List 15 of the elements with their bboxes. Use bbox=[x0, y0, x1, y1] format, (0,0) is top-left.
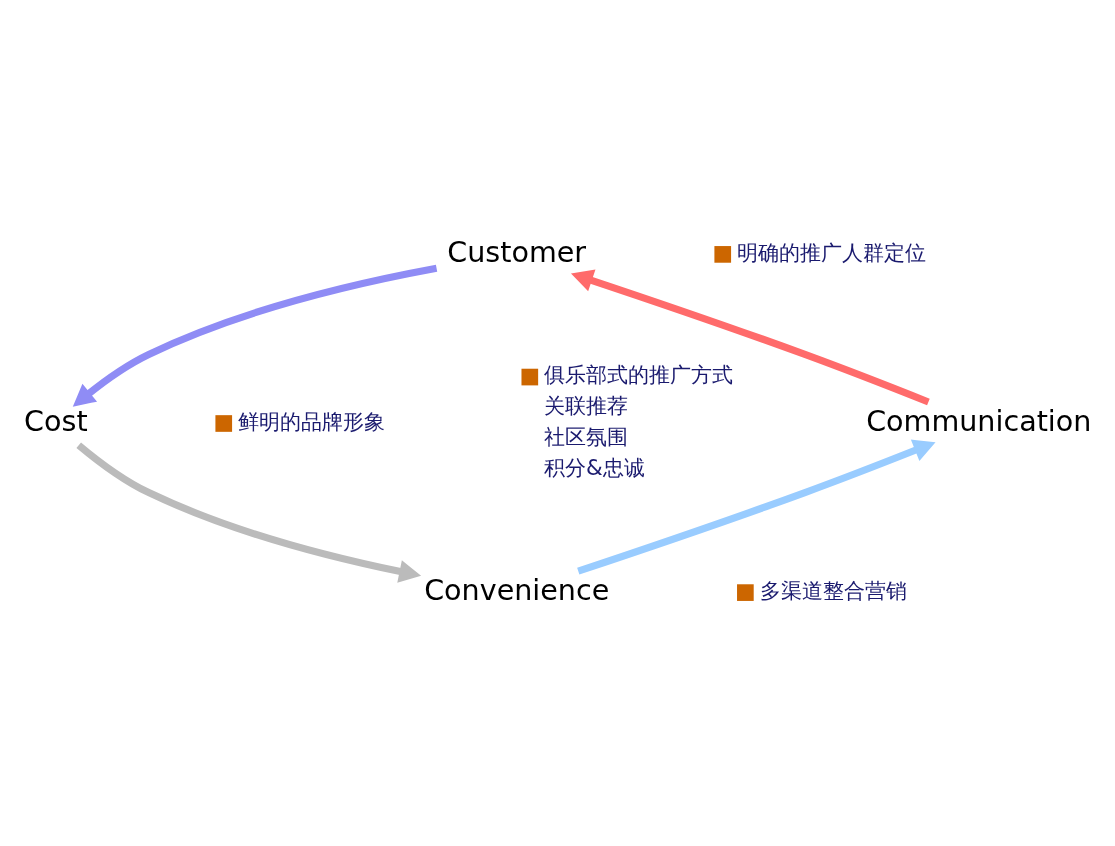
label: 俱乐部式的推广方式 bbox=[544, 361, 734, 387]
node-text: Communication bbox=[866, 403, 1092, 438]
label: 多渠道整合营销 bbox=[759, 577, 907, 603]
label: 关联推荐 bbox=[544, 392, 629, 418]
label: 积分&忠诚 bbox=[544, 454, 645, 480]
label: 鲜明的品牌形象 bbox=[238, 408, 386, 434]
arrow bbox=[577, 439, 936, 575]
node-text: Convenience bbox=[424, 572, 610, 607]
arrow bbox=[570, 268, 930, 405]
node-text: Cost bbox=[24, 403, 88, 438]
arrow bbox=[72, 264, 438, 407]
label: 明确的推广人群定位 bbox=[737, 239, 927, 265]
arrow bbox=[76, 441, 422, 583]
node-text: Customer bbox=[447, 234, 587, 269]
label: 社区氛围 bbox=[544, 423, 629, 449]
